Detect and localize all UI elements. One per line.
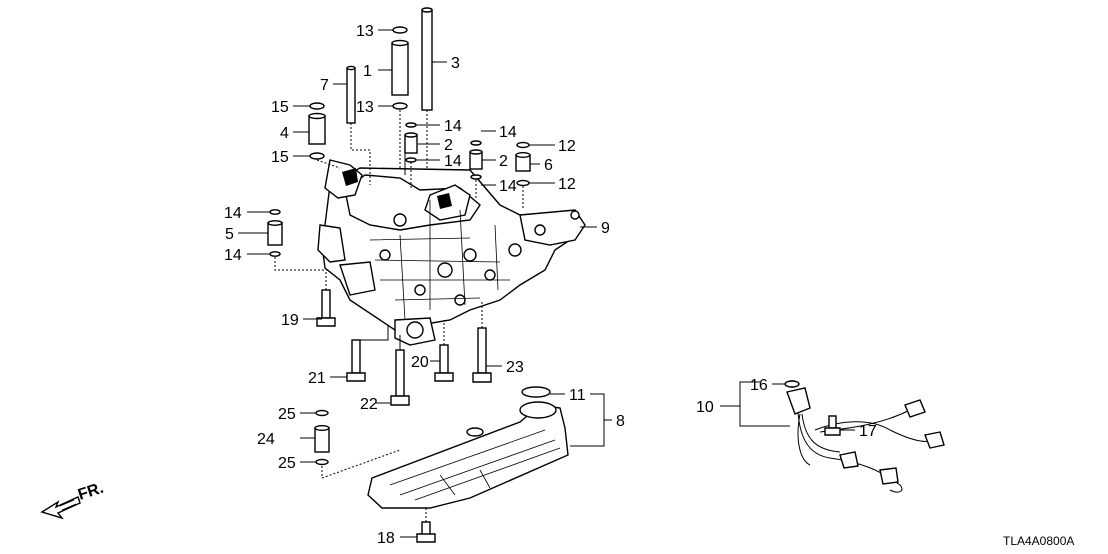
callout-14f: 14 <box>224 247 242 264</box>
callout-25b: 25 <box>278 455 296 472</box>
callout-17: 17 <box>859 423 877 440</box>
callouts: 1 2 2 3 4 5 6 7 8 9 10 11 12 12 13 13 14… <box>224 23 877 547</box>
filter-1 <box>391 39 409 96</box>
o-ring-14c <box>470 140 482 146</box>
valve-6 <box>515 151 531 172</box>
filter-5 <box>267 220 283 246</box>
o-ring-14a <box>405 122 417 128</box>
diagram-code: TLA4A0800A <box>1003 534 1074 548</box>
callout-14d: 14 <box>499 178 517 195</box>
callout-24: 24 <box>257 431 275 448</box>
callout-11: 11 <box>569 387 586 404</box>
callout-14c: 14 <box>499 124 517 141</box>
front-direction-arrow-icon <box>40 496 81 520</box>
callout-4: 4 <box>280 125 289 142</box>
callout-15b: 15 <box>271 149 289 166</box>
bolt-22 <box>390 349 410 406</box>
pipe-7 <box>346 65 356 124</box>
callout-25a: 25 <box>278 406 296 423</box>
bolt-21 <box>346 339 366 382</box>
o-ring-14f <box>269 251 281 257</box>
callout-7: 7 <box>320 77 329 94</box>
callout-10: 10 <box>696 399 714 416</box>
o-ring-15a <box>309 102 325 110</box>
o-ring-13a <box>392 26 408 34</box>
callout-9: 9 <box>601 220 610 237</box>
o-ring-25b <box>315 458 329 466</box>
callout-18: 18 <box>377 530 395 547</box>
valve-2a <box>404 132 418 154</box>
callout-22: 22 <box>360 396 378 413</box>
bolt-23 <box>472 327 492 383</box>
filter-4 <box>308 112 326 145</box>
o-ring-14d <box>470 174 482 180</box>
callout-14a: 14 <box>444 118 462 135</box>
o-ring-14b <box>405 157 417 163</box>
callout-12a: 12 <box>558 138 576 155</box>
callout-21: 21 <box>308 370 326 387</box>
valve-2b <box>469 149 483 170</box>
bolt-19 <box>316 289 336 327</box>
callout-14b: 14 <box>444 153 462 170</box>
callout-1: 1 <box>363 63 372 80</box>
o-ring-11 <box>521 386 551 398</box>
o-ring-14e <box>269 209 281 215</box>
front-label: FR. <box>76 480 106 504</box>
o-ring-16 <box>784 380 800 388</box>
o-ring-13b <box>392 102 408 110</box>
o-ring-25a <box>315 409 329 417</box>
bolt-20 <box>434 344 454 382</box>
callout-14e: 14 <box>224 205 242 222</box>
bolt-17 <box>824 415 841 436</box>
filter-24 <box>314 425 330 453</box>
callout-13b: 13 <box>356 99 374 116</box>
callout-5: 5 <box>225 226 234 243</box>
callout-15a: 15 <box>271 99 289 116</box>
strainer-assembly-8 <box>367 401 569 509</box>
callout-16: 16 <box>750 377 768 394</box>
leader-lines <box>238 29 855 538</box>
callout-20: 20 <box>411 354 429 371</box>
callout-2a: 2 <box>444 137 453 154</box>
callout-8: 8 <box>616 413 625 430</box>
bolt-18 <box>416 521 436 543</box>
callout-13a: 13 <box>356 23 374 40</box>
callout-23: 23 <box>506 359 524 376</box>
o-ring-12a <box>516 141 530 149</box>
o-ring-12b <box>516 179 530 187</box>
pipe-3 <box>421 7 433 111</box>
valve-body-assembly <box>317 159 586 346</box>
callout-3: 3 <box>451 55 460 72</box>
callout-19: 19 <box>281 312 299 329</box>
o-ring-15b <box>309 152 325 160</box>
callout-6: 6 <box>544 157 553 174</box>
callout-12b: 12 <box>558 176 576 193</box>
callout-2b: 2 <box>499 153 508 170</box>
